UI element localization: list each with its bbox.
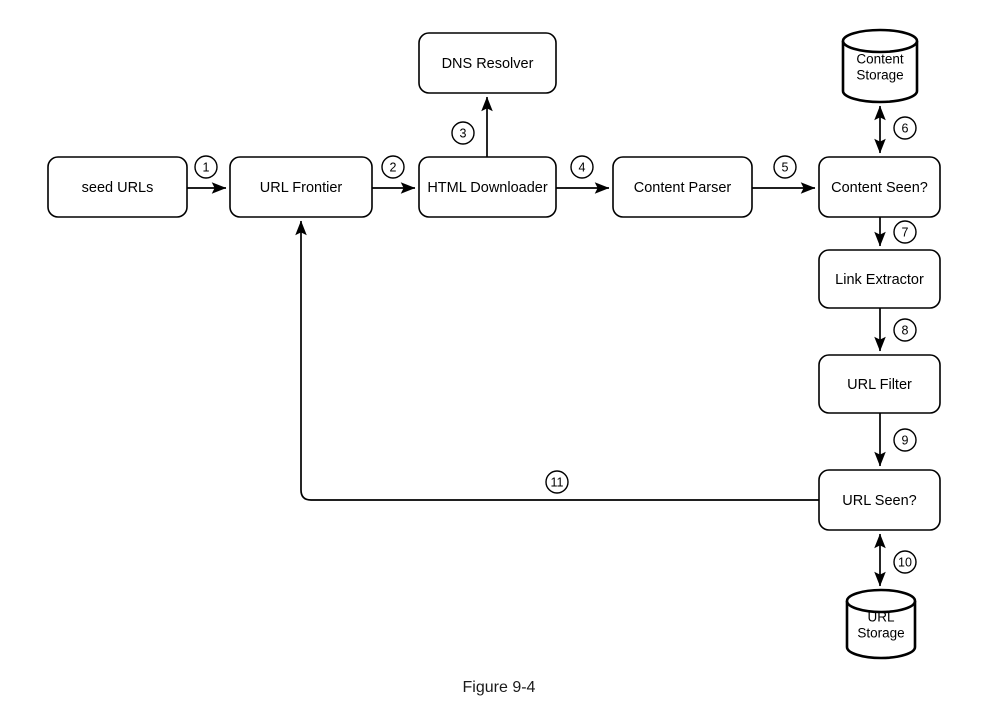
- step-badge-text-8: 8: [902, 324, 909, 338]
- node-label-seed-urls: seed URLs: [82, 180, 154, 196]
- step-badge-11: 11: [545, 470, 569, 494]
- step-badge-text-9: 9: [902, 434, 909, 448]
- step-badge-1: 1: [194, 155, 218, 179]
- node-label-content-storage-line1: Content: [856, 52, 904, 67]
- step-badge-text-7: 7: [902, 226, 909, 240]
- node-shape-url-seen[interactable]: [818, 469, 941, 531]
- node-url-frontier[interactable]: URL Frontier: [229, 156, 373, 218]
- node-url-filter[interactable]: URL Filter: [818, 354, 941, 414]
- step-badge-circle-5: [773, 155, 797, 179]
- step-badge-circle-11: [545, 470, 569, 494]
- node-shape-dns-resolver[interactable]: [418, 32, 557, 94]
- node-label-link-extractor: Link Extractor: [835, 272, 924, 288]
- step-badge-10: 10: [893, 550, 917, 574]
- step-badge-8: 8: [893, 318, 917, 342]
- step-badge-text-10: 10: [898, 556, 912, 570]
- step-badge-circle-3: [451, 121, 475, 145]
- step-badge-circle-8: [893, 318, 917, 342]
- step-badge-circle-7: [893, 220, 917, 244]
- node-label-url-frontier: URL Frontier: [260, 180, 343, 196]
- node-link-extractor[interactable]: Link Extractor: [818, 249, 941, 309]
- node-label-html-downloader: HTML Downloader: [427, 180, 548, 196]
- node-seed-urls[interactable]: seed URLs: [47, 156, 188, 218]
- step-badge-circle-1: [194, 155, 218, 179]
- step-badge-7: 7: [893, 220, 917, 244]
- node-shape-html-downloader[interactable]: [418, 156, 557, 218]
- step-badge-circle-4: [570, 155, 594, 179]
- node-shape-content-parser[interactable]: [612, 156, 753, 218]
- node-label-url-filter: URL Filter: [847, 377, 912, 393]
- step-badge-text-4: 4: [579, 161, 586, 175]
- step-badge-6: 6: [893, 116, 917, 140]
- step-badge-text-3: 3: [460, 127, 467, 141]
- node-url-seen[interactable]: URL Seen?: [818, 469, 941, 531]
- node-shape-url-filter[interactable]: [818, 354, 941, 414]
- node-label-content-seen: Content Seen?: [831, 180, 928, 196]
- node-html-downloader[interactable]: HTML Downloader: [418, 156, 557, 218]
- node-shape-seed-urls[interactable]: [47, 156, 188, 218]
- node-label-url-storage-line1: URL: [867, 610, 894, 625]
- step-badge-2: 2: [381, 155, 405, 179]
- node-label-content-parser: Content Parser: [634, 180, 732, 196]
- node-content-parser[interactable]: Content Parser: [612, 156, 753, 218]
- cylinder-body-content-storage[interactable]: [841, 41, 919, 104]
- step-badge-circle-6: [893, 116, 917, 140]
- step-badge-3: 3: [451, 121, 475, 145]
- step-badge-text-5: 5: [782, 161, 789, 175]
- node-shape-url-frontier[interactable]: [229, 156, 373, 218]
- edge-url-seen-to-url-frontier: [295, 220, 819, 501]
- figure-caption: Figure 9-4: [463, 679, 536, 696]
- node-dns-resolver[interactable]: DNS Resolver: [418, 32, 557, 94]
- step-badge-text-6: 6: [902, 122, 909, 136]
- cylinder-top-url-storage: [845, 588, 917, 614]
- node-shape-content-seen[interactable]: [818, 156, 941, 218]
- step-badge-text-11: 11: [551, 476, 564, 490]
- step-badge-circle-2: [381, 155, 405, 179]
- step-badge-circle-10: [893, 550, 917, 574]
- step-badge-text-1: 1: [203, 161, 210, 175]
- step-badge-9: 9: [893, 428, 917, 452]
- step-badge-text-2: 2: [390, 161, 397, 175]
- cylinder-body-url-storage[interactable]: [845, 601, 917, 660]
- edge-line-11: [295, 220, 819, 501]
- node-label-dns-resolver: DNS Resolver: [442, 56, 534, 72]
- node-label-content-storage-line2: Storage: [856, 68, 903, 83]
- node-label-url-storage-line2: Storage: [857, 626, 904, 641]
- badges-layer: 1 2 3 4 5 6 7 8 9 10 11: [194, 116, 917, 574]
- edges-layer: [187, 96, 886, 587]
- step-badge-5: 5: [773, 155, 797, 179]
- node-label-url-seen: URL Seen?: [842, 493, 916, 509]
- step-badge-circle-9: [893, 428, 917, 452]
- cylinder-top-content-storage: [841, 28, 919, 54]
- node-shape-link-extractor[interactable]: [818, 249, 941, 309]
- node-content-seen[interactable]: Content Seen?: [818, 156, 941, 218]
- step-badge-4: 4: [570, 155, 594, 179]
